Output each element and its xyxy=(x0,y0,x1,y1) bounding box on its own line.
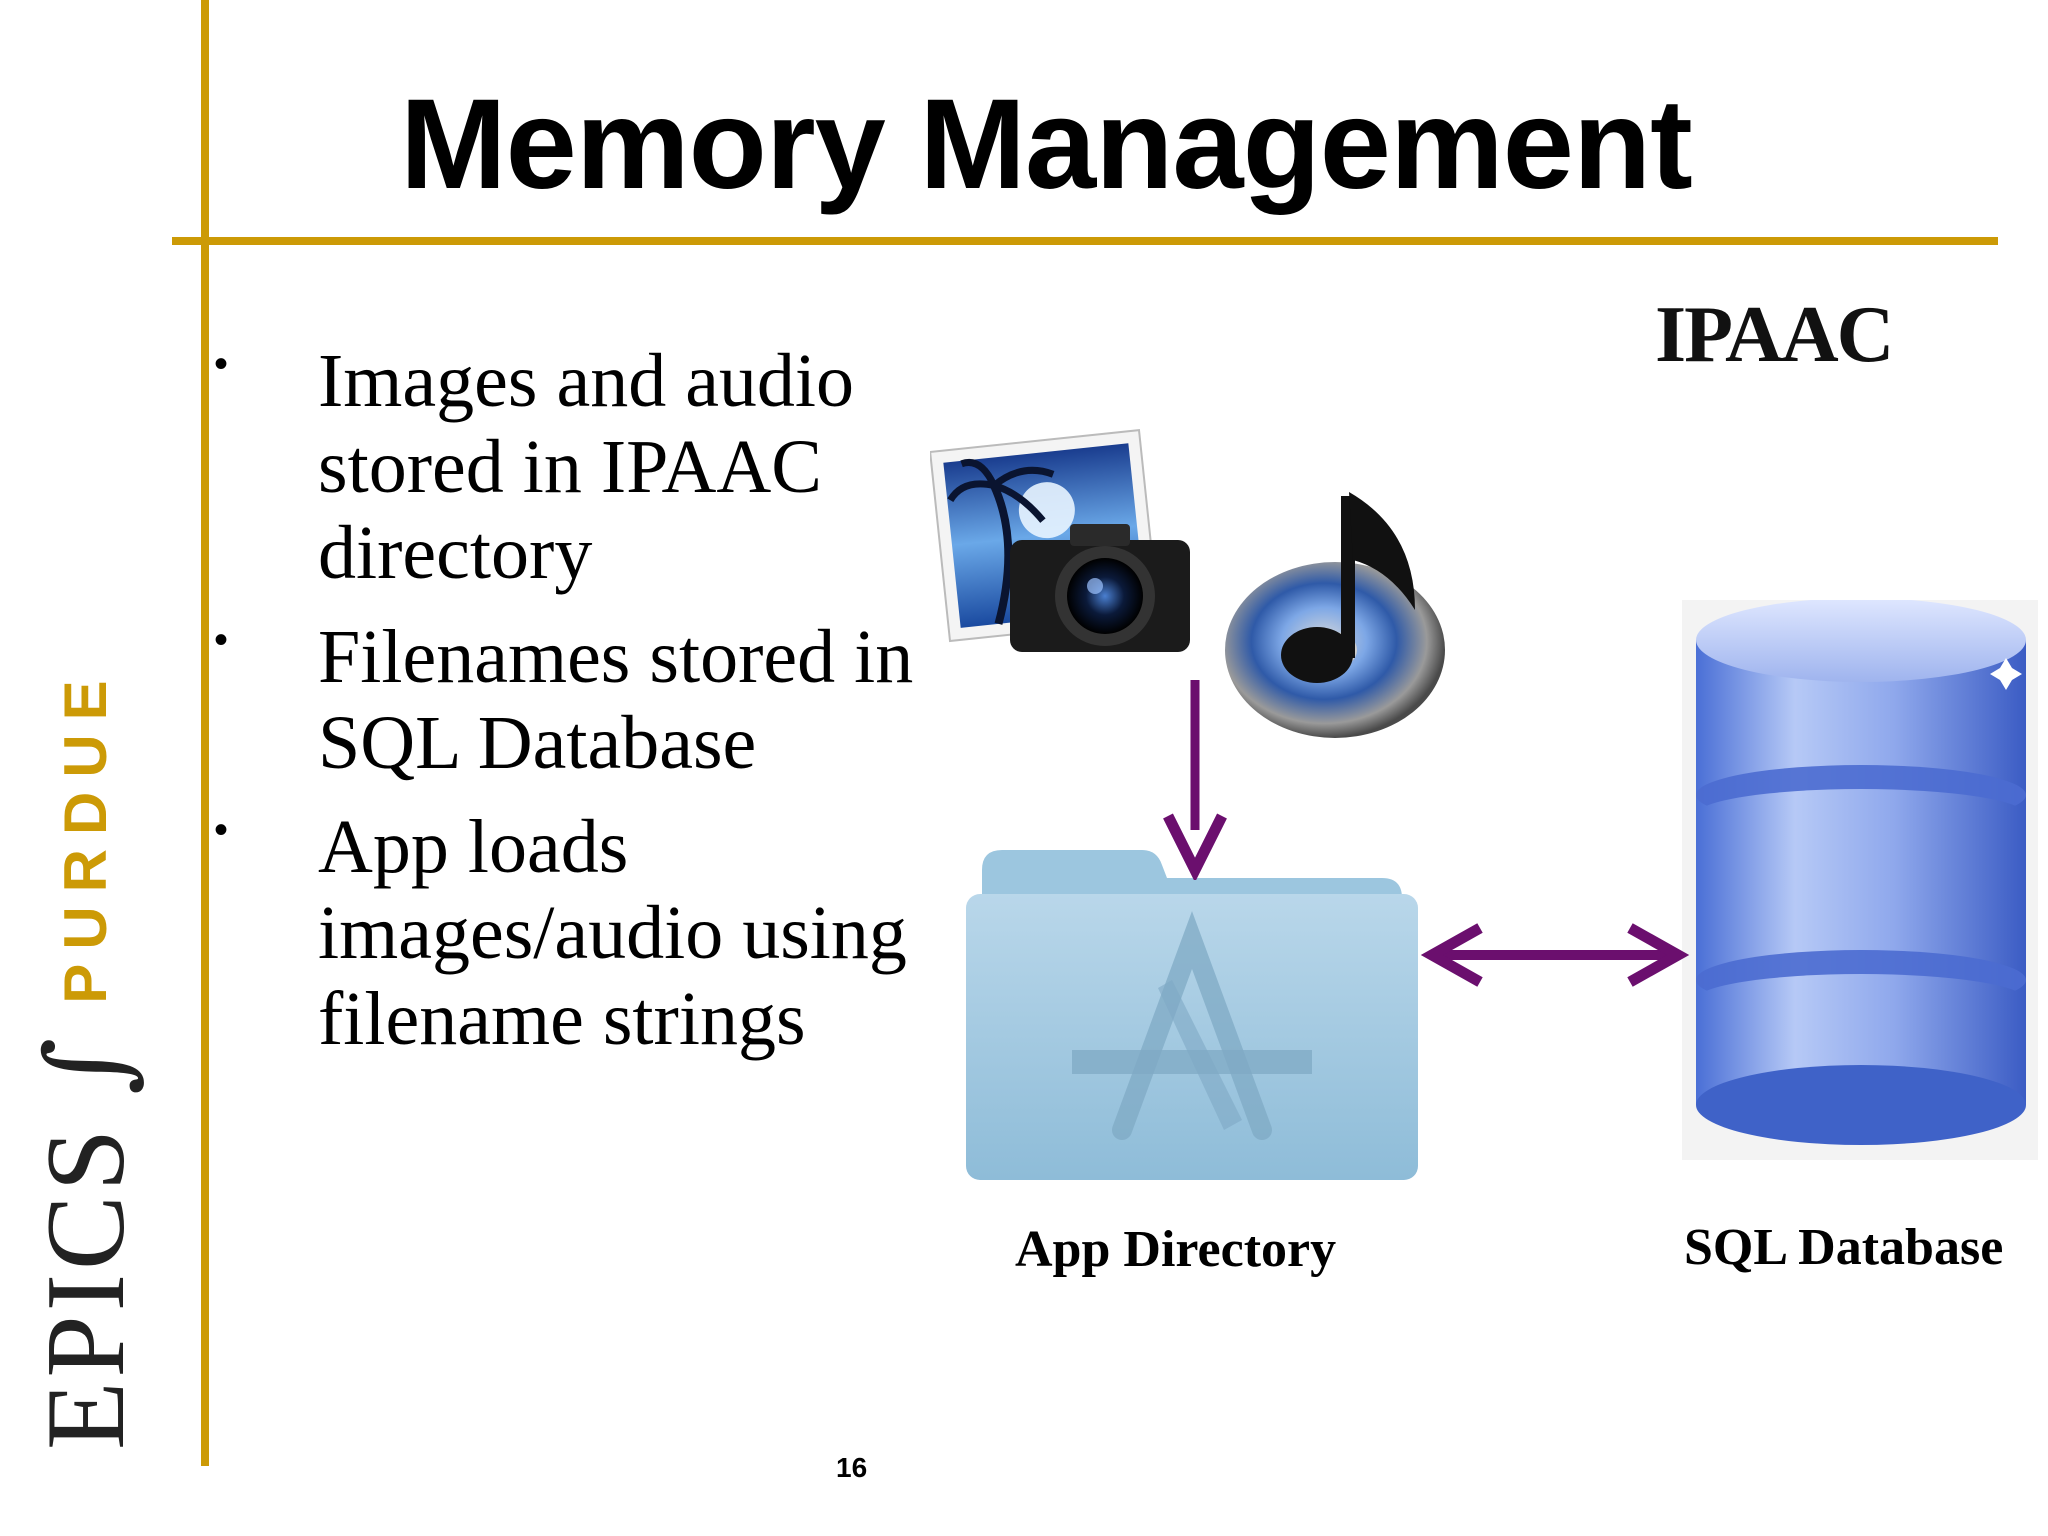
bullet-item: Filenames stored in SQL Database xyxy=(318,615,914,785)
bullet-item: App loads images/audio using filename st… xyxy=(318,805,907,1061)
sql-database-label: SQL Database xyxy=(1684,1219,2004,1276)
purdue-wordmark: PURDUE xyxy=(52,666,119,1004)
photo-camera-icon xyxy=(930,428,1190,652)
vertical-accent-line xyxy=(201,0,209,1466)
bullet-marker: • xyxy=(214,618,229,662)
music-note-icon xyxy=(1225,492,1445,738)
horizontal-accent-line xyxy=(172,237,1998,245)
bidirectional-arrow xyxy=(1420,923,1690,987)
page-number: 16 xyxy=(836,1452,868,1483)
bullet-marker: • xyxy=(214,808,229,852)
bullet-item: Images and audio stored in IPAAC directo… xyxy=(318,339,855,595)
bullet-marker: • xyxy=(214,342,229,386)
slide-title: Memory Management xyxy=(400,73,1693,216)
ipaac-logo: IPAAC xyxy=(1655,291,1894,379)
app-folder-icon xyxy=(966,850,1418,1180)
epics-wordmark: EPICS xyxy=(24,1125,148,1450)
down-arrow xyxy=(1163,680,1227,880)
integral-symbol: ∫ xyxy=(22,1037,150,1095)
epics-purdue-logo: EPICS ∫ PURDUE xyxy=(22,666,150,1450)
app-directory-label: App Directory xyxy=(1015,1221,1337,1278)
database-icon xyxy=(1682,600,2038,1160)
